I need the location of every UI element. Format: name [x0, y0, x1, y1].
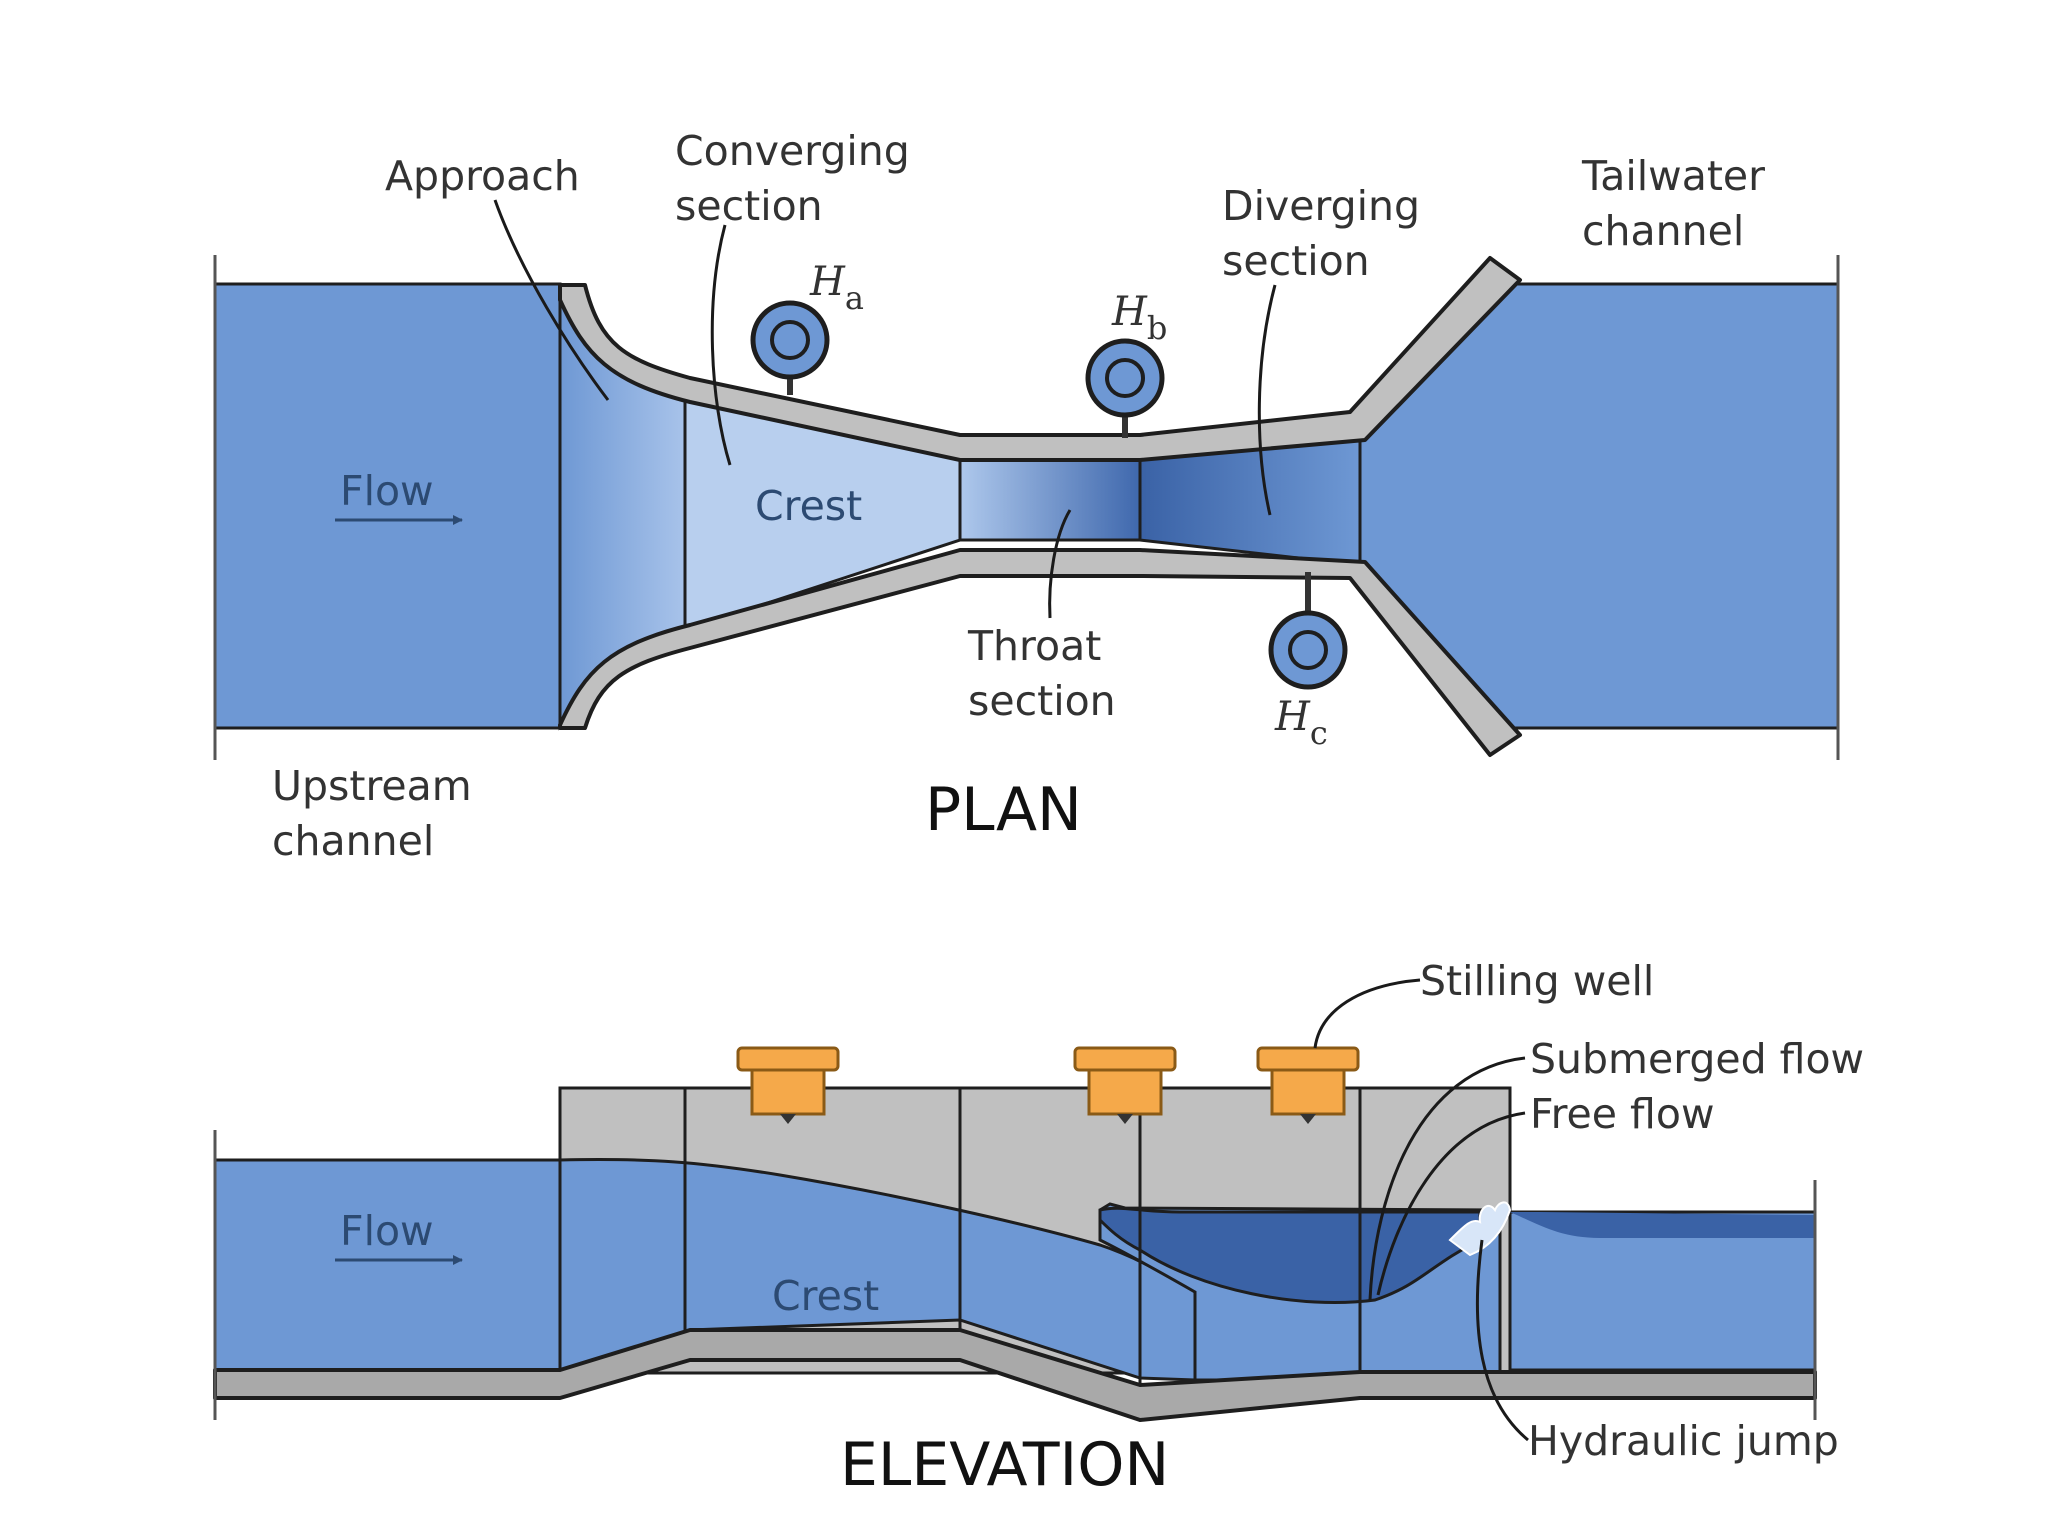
label-approach: Approach [385, 152, 580, 200]
plan-flow-label: Flow [340, 467, 434, 515]
elevation-label-crest: Crest [772, 1272, 879, 1320]
label-stilling-well: Stilling well [1420, 957, 1654, 1005]
plan-title: PLAN [925, 775, 1082, 845]
label-converging-line2: section [675, 182, 823, 230]
gauge-hb: Hb [1085, 289, 1167, 438]
leader-approach [493, 199, 610, 401]
elevation-flow-label: Flow [340, 1207, 434, 1255]
label-free-flow: Free flow [1530, 1090, 1714, 1138]
stilling-well-a [736, 1046, 840, 1124]
label-upstream-line1: Upstream [272, 762, 472, 810]
elevation-free-flow [1098, 1206, 1482, 1305]
elevation-tailwater-surface [1510, 1212, 1815, 1238]
upstream-channel [213, 282, 562, 730]
leader-converging [710, 224, 732, 466]
gauge-ha: Ha [750, 259, 864, 395]
elevation-view: Flow Crest Stilling well Submerged flow … [213, 957, 1864, 1500]
gauge-hb-icon [1085, 338, 1165, 418]
gauge-ha-icon [750, 300, 830, 380]
lower-wall [558, 548, 1522, 757]
leader-stilling-well [1313, 978, 1421, 1049]
stilling-well-b [1073, 1046, 1177, 1124]
label-diverging-line1: Diverging [1222, 182, 1420, 230]
label-tailwater-line1: Tailwater [1581, 152, 1765, 200]
label-submerged-flow: Submerged flow [1530, 1035, 1864, 1083]
label-hydraulic-jump: Hydraulic jump [1528, 1417, 1839, 1465]
gauge-hb-label: Hb [1111, 289, 1167, 347]
leader-submerged-flow [1368, 1056, 1526, 1301]
hydraulic-jump-splash [1448, 1201, 1512, 1257]
leader-diverging [1257, 284, 1277, 516]
label-tailwater-line2: channel [1582, 207, 1744, 255]
label-diverging-line2: section [1222, 237, 1370, 285]
gauge-hc-label: Hc [1274, 694, 1328, 752]
leader-free-flow [1376, 1111, 1526, 1296]
leader-throat [1048, 509, 1072, 619]
label-upstream-line2: channel [272, 817, 434, 865]
label-converging-line1: Converging [675, 127, 910, 175]
gauge-hc: Hc [1268, 572, 1348, 752]
leader-hydraulic-jump [1475, 1239, 1529, 1442]
gauge-ha-label: Ha [809, 259, 864, 317]
stilling-well-c [1256, 1046, 1360, 1124]
upper-wall [558, 256, 1522, 462]
gauge-hc-icon [1268, 610, 1348, 690]
elevation-upstream-water [213, 1158, 562, 1377]
elevation-title: ELEVATION [840, 1430, 1169, 1500]
label-throat-line2: section [968, 677, 1116, 725]
plan-view: Ha Hb Hc Flow Approach Converging sectio… [213, 127, 1840, 865]
label-throat-line1: Throat [967, 622, 1101, 670]
label-crest: Crest [755, 482, 862, 530]
